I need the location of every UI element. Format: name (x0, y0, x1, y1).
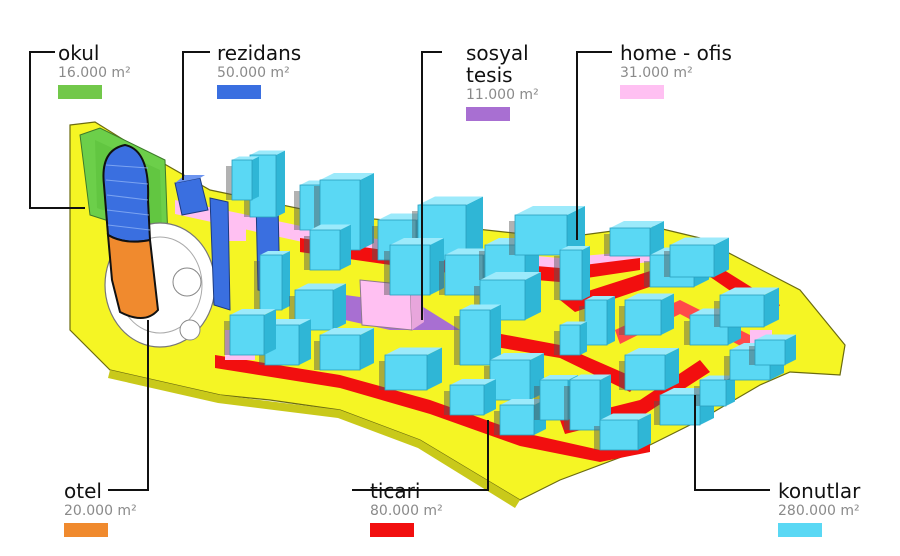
legend-konutlar: konutlar 280.000 m² (778, 480, 860, 537)
housing-block (664, 237, 729, 278)
housing-block (749, 334, 796, 366)
konutlar-area: 280.000 m² (778, 503, 860, 519)
rezidans-area: 50.000 m² (217, 65, 290, 81)
housing-block (694, 375, 735, 407)
legend-rezidans: rezidans 50.000 m² (217, 42, 301, 99)
okul-area: 16.000 m² (58, 65, 131, 81)
legend-okul: okul 16.000 m² (58, 42, 131, 99)
housing-block (454, 304, 501, 366)
housing-block (509, 206, 585, 256)
housing-block (444, 379, 496, 416)
homeofis-swatch (620, 85, 664, 99)
housing-block (384, 238, 444, 296)
otel-area: 20.000 m² (64, 503, 137, 519)
rezidans-swatch (217, 85, 261, 99)
legend-ticari: ticari 80.000 m² (370, 480, 443, 537)
residence-tower-a (209, 197, 231, 311)
konutlar-label: konutlar (778, 479, 861, 503)
rezidans-label: rezidans (217, 41, 302, 65)
retail-band-lower (215, 355, 650, 462)
konutlar-swatch (778, 523, 822, 537)
leader-lines (29, 51, 770, 491)
ticari-area: 80.000 m² (370, 503, 443, 519)
homeofis-area: 31.000 m² (620, 65, 693, 81)
sosyal-label-line1: sosyal (466, 41, 529, 65)
housing-block (554, 321, 587, 356)
okul-swatch (58, 85, 102, 99)
retail-band-upper (300, 238, 640, 282)
housing-block (554, 246, 590, 301)
housing-block (379, 347, 442, 391)
housing-block (314, 328, 374, 371)
sosyal-label-line2: tesis (466, 63, 513, 87)
housing-block (304, 224, 351, 271)
site-edge (108, 370, 520, 508)
homeofis-label: home - ofis (620, 41, 732, 65)
otel-label: otel (64, 479, 102, 503)
legend-sosyal-tesis: sosyal tesis 11.000 m² (466, 42, 539, 121)
sosyal-swatch (466, 107, 510, 121)
housing-block (224, 309, 276, 356)
housing-blocks (224, 150, 796, 451)
housing-block (619, 348, 679, 391)
housing-block (254, 251, 290, 311)
tower-otel-part (106, 233, 160, 319)
sosyal-area: 11.000 m² (466, 87, 539, 103)
ticari-swatch (370, 523, 414, 537)
housing-block (619, 293, 674, 336)
housing-block (226, 156, 259, 201)
legend-home-ofis: home - ofis 31.000 m² (620, 42, 732, 99)
residence-small-block (174, 177, 209, 216)
housing-block (714, 287, 779, 328)
housing-block (604, 221, 664, 257)
legend-otel: otel 20.000 m² (64, 480, 137, 537)
ticari-label: ticari (370, 479, 421, 503)
housing-block (594, 413, 651, 451)
otel-swatch (64, 523, 108, 537)
housing-block (564, 374, 611, 431)
okul-label: okul (58, 41, 100, 65)
